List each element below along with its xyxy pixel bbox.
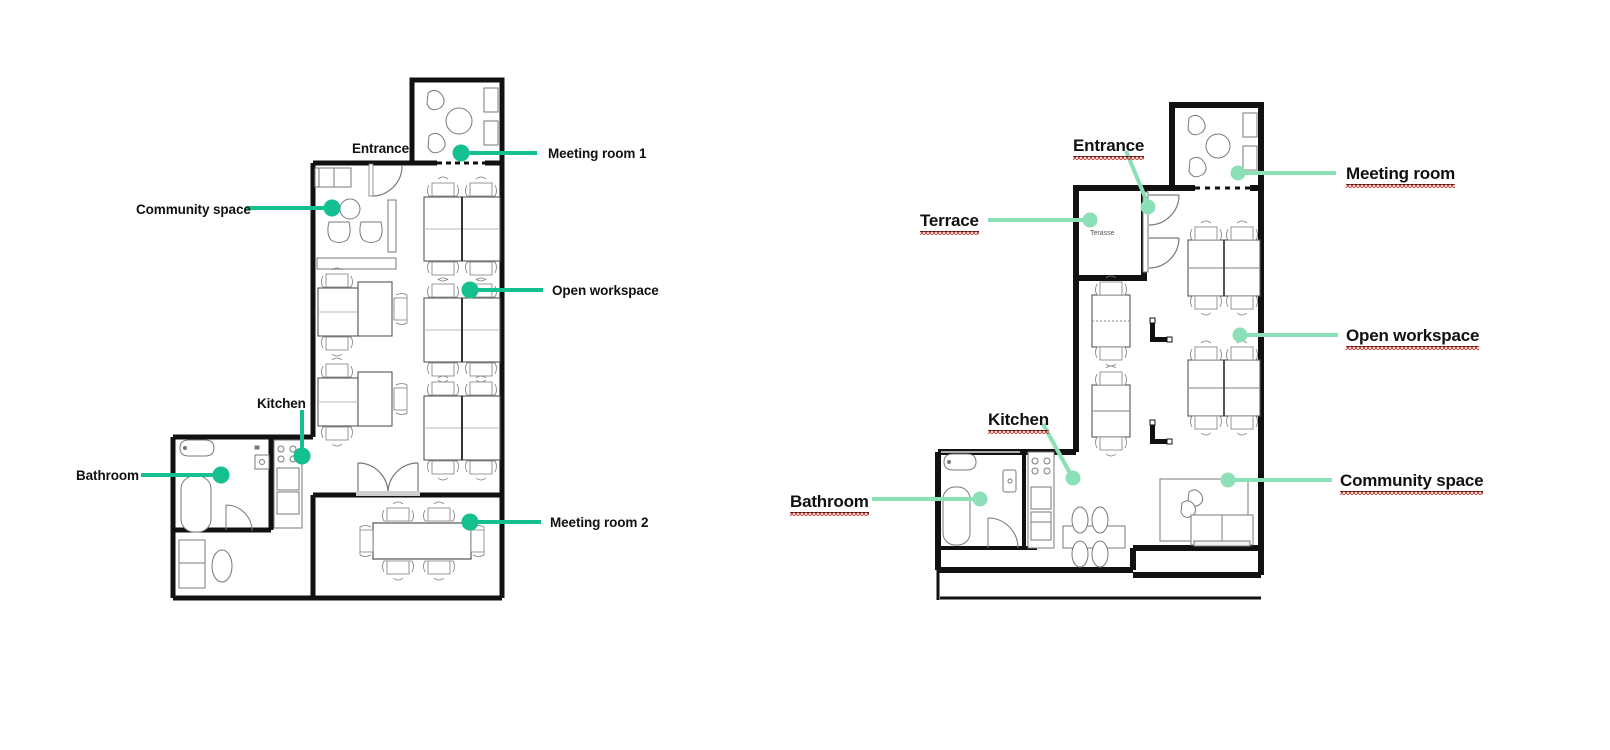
right-entrance-door xyxy=(1142,191,1180,273)
terrace-room-tag: Terasse xyxy=(1090,230,1115,237)
label-right-bathroom[interactable]: Bathroom xyxy=(790,492,869,516)
label-meeting-room-2[interactable]: Meeting room 2 xyxy=(550,515,649,530)
left-side-desks xyxy=(317,267,408,447)
right-dining-table xyxy=(1062,506,1126,568)
label-community-space-left[interactable]: Community space xyxy=(136,202,251,217)
label-right-community-space[interactable]: Community space xyxy=(1340,471,1484,495)
right-floor-plan: Terasse xyxy=(935,102,1264,600)
left-meeting-room-2-door xyxy=(356,462,420,496)
right-side-desks xyxy=(1091,275,1131,457)
left-bathroom-fixtures xyxy=(178,439,270,589)
left-community-space-furniture xyxy=(314,167,397,270)
label-bathroom-left[interactable]: Bathroom xyxy=(76,468,139,483)
left-entrance-door xyxy=(368,163,403,197)
label-open-workspace-left[interactable]: Open workspace xyxy=(552,283,659,298)
right-community-space-furniture xyxy=(1159,478,1254,547)
left-kitchen-fixtures xyxy=(273,439,303,529)
left-meeting-room-1-furniture xyxy=(426,87,499,154)
left-meeting-room-2-furniture xyxy=(359,501,485,581)
label-meeting-room-1[interactable]: Meeting room 1 xyxy=(548,146,647,161)
label-entrance-left[interactable]: Entrance xyxy=(352,141,409,156)
right-kitchen-fixtures xyxy=(1027,451,1055,549)
label-right-meeting-room[interactable]: Meeting room xyxy=(1346,164,1456,188)
right-open-workspace-desks xyxy=(1187,220,1261,436)
right-bathroom-fixtures xyxy=(941,451,1020,549)
label-right-open-workspace[interactable]: Open workspace xyxy=(1346,326,1480,350)
right-partition-markers xyxy=(1149,317,1173,445)
label-right-kitchen[interactable]: Kitchen xyxy=(988,410,1049,434)
left-floor-plan xyxy=(170,77,505,601)
label-kitchen-left[interactable]: Kitchen xyxy=(257,396,306,411)
left-open-workspace-desks xyxy=(423,176,501,481)
label-right-entrance[interactable]: Entrance xyxy=(1073,136,1145,160)
right-meeting-room-furniture xyxy=(1187,112,1258,178)
label-right-terrace[interactable]: Terrace xyxy=(920,211,979,235)
